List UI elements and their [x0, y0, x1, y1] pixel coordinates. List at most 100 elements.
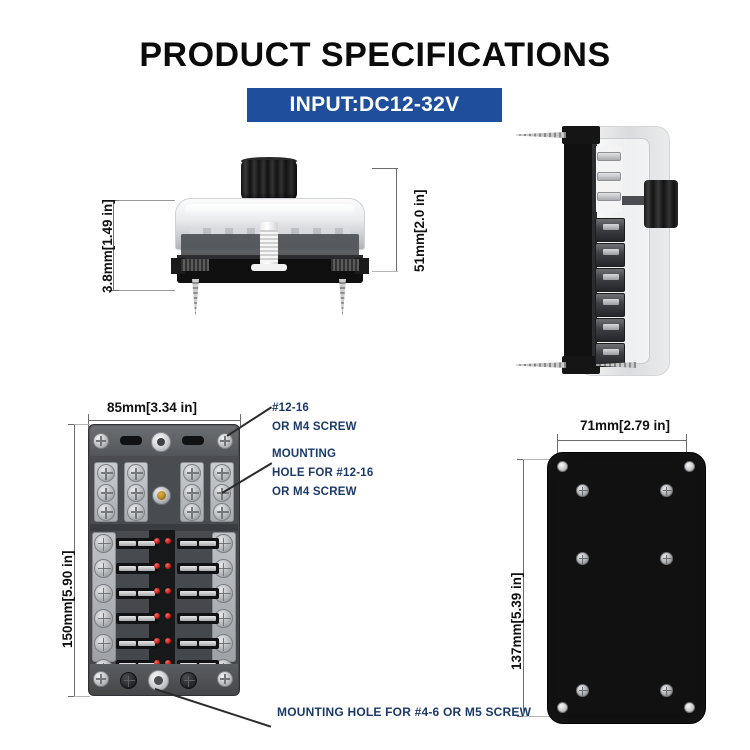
side-cap-top: [562, 126, 600, 144]
corner-screw-bottom-left-icon: [93, 671, 109, 687]
side-fuse-3: [595, 268, 625, 292]
fuse-seat-right-1: [177, 538, 219, 549]
annotation-mounting-hole-line3: OR M4 SCREW: [272, 486, 357, 498]
side-screw-bottom-icon: [516, 362, 566, 368]
led-5b: [165, 638, 171, 644]
input-voltage-label: INPUT:DC12-32V: [289, 93, 460, 116]
led-6a: [154, 660, 160, 666]
terminal-screw-4c-icon: [213, 503, 231, 521]
dimension-back-width-label: 71mm[2.79 in]: [580, 418, 671, 433]
mounting-screw-right-icon: [339, 279, 346, 315]
side-fuse-1: [595, 218, 625, 242]
back-screw-3-icon: [576, 552, 589, 565]
side-screw-bottom-inner-icon: [596, 362, 636, 368]
side-profile-view: [516, 118, 708, 380]
terminal-screw-4a-icon: [213, 464, 231, 482]
terminal-screw-3b-icon: [183, 484, 201, 502]
ribbed-grip-left: [181, 259, 209, 271]
led-3a: [154, 588, 160, 594]
block-mid-divider: [90, 524, 238, 531]
terminal-screw-3a-icon: [183, 464, 201, 482]
corner-screw-top-left-icon: [93, 433, 109, 449]
fuse-seat-right-2: [177, 563, 219, 574]
led-1b: [165, 538, 171, 544]
row-screw-left-2-icon: [94, 559, 113, 578]
led-4b: [165, 613, 171, 619]
row-screw-left-3-icon: [94, 584, 113, 603]
back-screw-2-icon: [660, 484, 673, 497]
bottom-mounting-hole-bore: [154, 676, 163, 685]
terminal-screw-2a-icon: [127, 464, 145, 482]
fuse-seat-left-1: [116, 538, 158, 549]
footer-screw-left-icon: [120, 672, 137, 689]
annotation-mounting-hole-line2: HOLE FOR #12-16: [272, 467, 374, 479]
fuse-seat-right-4: [177, 613, 219, 624]
ground-stud-center: [157, 491, 166, 500]
input-voltage-badge: INPUT:DC12-32V: [247, 88, 502, 122]
leader-line-terminal-screw: [226, 406, 272, 437]
cover-highlight: [185, 204, 355, 216]
side-terminal-3: [597, 192, 621, 201]
row-screw-left-1-icon: [94, 534, 113, 553]
fuse-block-front-view: [88, 424, 240, 696]
side-terminal-1: [597, 152, 621, 161]
annotation-mounting-hole-lower-text: MOUNTING HOLE FOR #4-6 OR M5 SCREW: [277, 705, 532, 719]
side-knob-shaft: [622, 196, 648, 205]
page-title: PRODUCT SPECIFICATIONS: [139, 36, 611, 74]
led-2a: [154, 563, 160, 569]
back-screw-1-icon: [576, 484, 589, 497]
terminal-screw-1a-icon: [97, 464, 115, 482]
row-screw-left-4-icon: [94, 609, 113, 628]
led-2b: [165, 563, 171, 569]
fuse-seat-left-5: [116, 638, 158, 649]
terminal-screw-2c-icon: [127, 503, 145, 521]
front-elevation-view: [171, 157, 369, 315]
back-screw-4-icon: [660, 552, 673, 565]
led-4a: [154, 613, 160, 619]
slot-right: [182, 436, 204, 445]
mounting-hole-bottom-left: [557, 702, 568, 713]
row-screw-left-5-icon: [94, 634, 113, 653]
side-terminal-2: [597, 172, 621, 181]
back-panel-view: [547, 452, 706, 724]
dimension-front-height-label: 3.8mm[1.49 in]: [100, 199, 115, 293]
side-fuse-4: [595, 293, 625, 317]
side-adjustment-knob-icon: [644, 180, 678, 228]
back-panel-inner: [554, 459, 697, 715]
side-plate-edge: [592, 132, 597, 372]
back-screw-6-icon: [660, 684, 673, 697]
side-screw-top-icon: [516, 132, 566, 138]
led-1a: [154, 538, 160, 544]
annotation-terminal-screw-line1: #12-16: [272, 402, 310, 414]
dimension-front-depth-label: 51mm[2.0 in]: [412, 189, 427, 272]
led-3b: [165, 588, 171, 594]
side-back-plate: [564, 132, 594, 372]
fuse-seat-left-3: [116, 588, 158, 599]
terminal-screw-1b-icon: [97, 484, 115, 502]
corner-screw-bottom-right-icon: [217, 671, 233, 687]
center-input-bore: [157, 438, 165, 446]
center-screw-threads: [260, 230, 278, 262]
adjustment-knob-icon: [241, 160, 297, 200]
terminal-screw-2b-icon: [127, 484, 145, 502]
side-fuse-5: [595, 318, 625, 342]
ribbed-grip-right: [331, 259, 359, 271]
mounting-screw-left-icon: [192, 279, 199, 315]
side-cap-bottom: [562, 356, 600, 374]
annotation-mounting-hole-line1: MOUNTING: [272, 448, 337, 460]
fuse-seat-right-5: [177, 638, 219, 649]
side-fuse-2: [595, 243, 625, 267]
corner-hole-top-right-icon: [217, 433, 233, 449]
terminal-screw-3c-icon: [183, 503, 201, 521]
slot-left: [120, 436, 142, 445]
fuse-seat-left-4: [116, 613, 158, 624]
center-screw-flange: [251, 264, 287, 271]
fuse-seat-left-2: [116, 563, 158, 574]
mounting-hole-bottom-right: [684, 702, 695, 713]
dimension-block-width-label: 85mm[3.34 in]: [107, 400, 198, 415]
terminal-screw-1c-icon: [97, 503, 115, 521]
dimension-back-height-label: 137mm[5.39 in]: [509, 572, 524, 670]
annotation-terminal-screw-line2: OR M4 SCREW: [272, 421, 357, 433]
fuse-seat-right-3: [177, 588, 219, 599]
dimension-block-height-label: 150mm[5.90 in]: [60, 550, 75, 648]
